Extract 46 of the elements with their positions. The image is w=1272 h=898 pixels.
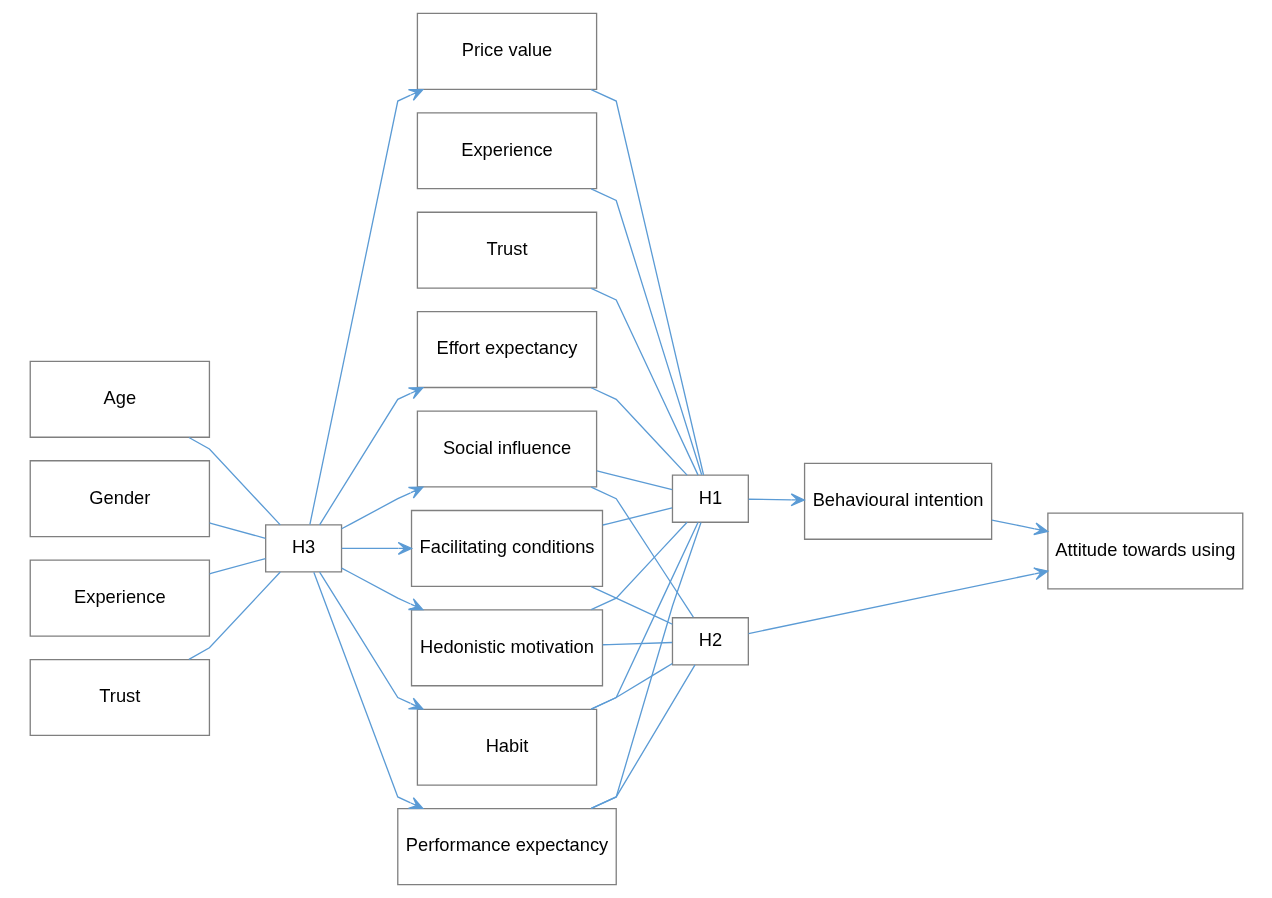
connector: [590, 664, 696, 810]
arrow: [340, 541, 412, 555]
node-box: Social influence: [416, 410, 597, 488]
node-box: Trust: [29, 658, 210, 737]
connector: [590, 287, 699, 476]
node-box: Attitude towards using: [1046, 512, 1243, 590]
connector: [590, 188, 702, 476]
connector: [595, 470, 673, 491]
connector: [187, 571, 281, 660]
arrow: [747, 567, 1048, 635]
node-box: H2: [671, 617, 749, 666]
node-box: Price value: [416, 12, 597, 90]
connector: [590, 486, 694, 618]
node-box: H1: [671, 474, 749, 523]
connector: [208, 557, 266, 575]
arrow: [990, 519, 1048, 536]
arrow: [318, 387, 423, 526]
node-box: Habit: [416, 708, 597, 786]
node-box: Facilitating conditions: [410, 509, 603, 587]
connector: [590, 585, 673, 625]
node-box: H3: [264, 524, 342, 573]
connector: [590, 662, 673, 710]
node-box: Experience: [29, 559, 210, 637]
node-box: Hedonistic motivation: [410, 609, 603, 687]
arrow: [747, 493, 805, 507]
arrow: [318, 571, 423, 710]
node-box: Behavioural intention: [803, 462, 992, 540]
node-box: Gender: [29, 460, 210, 538]
connector: [590, 88, 704, 476]
connector: [208, 522, 266, 539]
node-box: Experience: [416, 112, 597, 190]
arrow: [340, 567, 423, 611]
node-box: Performance expectancy: [396, 808, 617, 886]
node-box: Age: [29, 360, 210, 438]
connector: [590, 521, 702, 810]
arrow: [340, 486, 423, 530]
connector: [590, 521, 688, 611]
arrow: [308, 88, 423, 525]
arrow: [312, 571, 423, 810]
connector: [590, 521, 699, 710]
connector: [601, 641, 673, 646]
connector: [590, 387, 688, 476]
connector: [601, 507, 673, 526]
connector: [187, 436, 281, 526]
node-box: Effort expectancy: [416, 311, 597, 389]
node-box: Trust: [416, 211, 597, 289]
